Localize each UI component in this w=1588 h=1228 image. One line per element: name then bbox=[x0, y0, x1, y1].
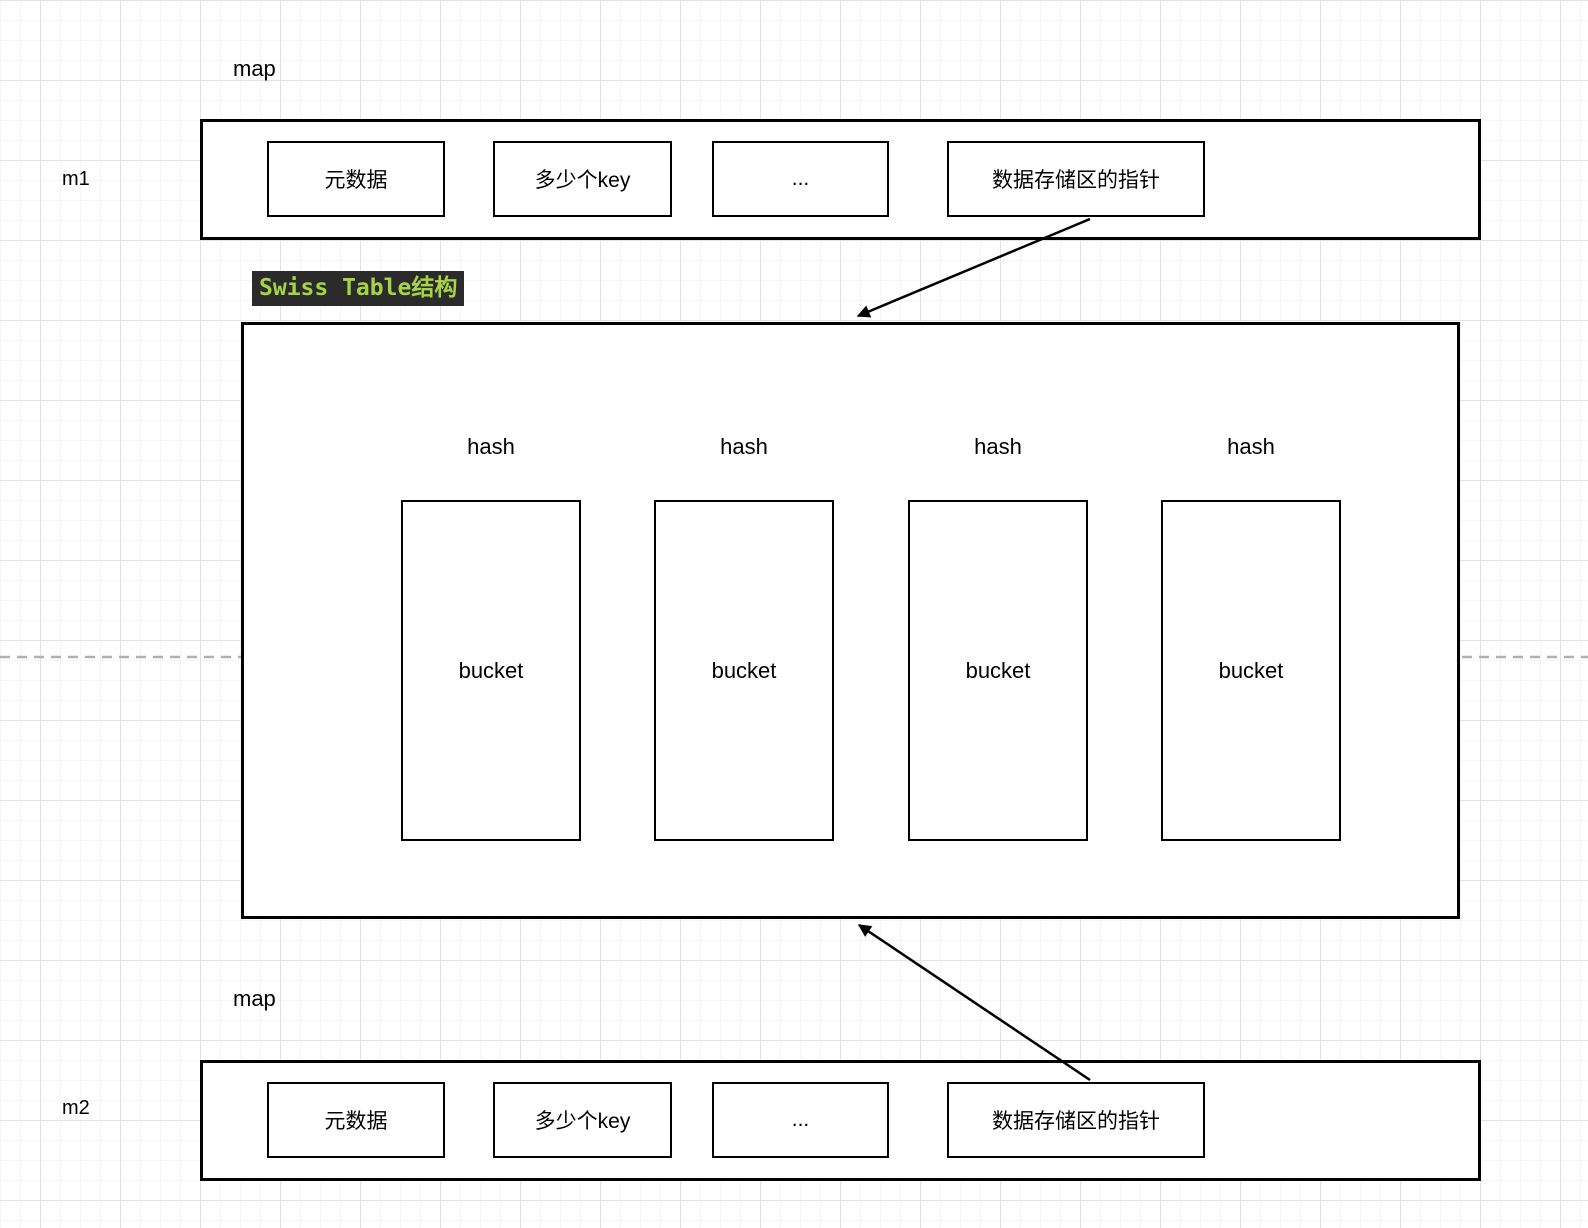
hash-label-2: hash bbox=[720, 434, 768, 459]
bucket-box-3: bucket bbox=[908, 500, 1088, 841]
m2-label: m2 bbox=[62, 1097, 90, 1119]
bucket-box-1: bucket bbox=[401, 500, 581, 841]
m1-cell-metadata: 元数据 bbox=[267, 141, 445, 217]
map-caption-top: map bbox=[233, 56, 276, 81]
m2-cell-key-count: 多少个key bbox=[493, 1082, 672, 1158]
hash-label-4: hash bbox=[1227, 434, 1275, 459]
m2-cell-metadata: 元数据 bbox=[267, 1082, 445, 1158]
bucket-box-2: bucket bbox=[654, 500, 834, 841]
m1-cell-data-pointer: 数据存储区的指针 bbox=[947, 141, 1205, 217]
m1-label: m1 bbox=[62, 168, 90, 190]
hash-label-1: hash bbox=[467, 434, 515, 459]
bucket-box-4: bucket bbox=[1161, 500, 1341, 841]
swiss-table-title: Swiss Table结构 bbox=[252, 271, 465, 306]
m2-cell-ellipsis: ... bbox=[712, 1082, 889, 1158]
map-caption-bottom: map bbox=[233, 986, 276, 1011]
m1-cell-key-count: 多少个key bbox=[493, 141, 672, 217]
m2-cell-data-pointer: 数据存储区的指针 bbox=[947, 1082, 1205, 1158]
m1-cell-ellipsis: ... bbox=[712, 141, 889, 217]
hash-label-3: hash bbox=[974, 434, 1022, 459]
m2-struct-rect bbox=[200, 1060, 1481, 1181]
